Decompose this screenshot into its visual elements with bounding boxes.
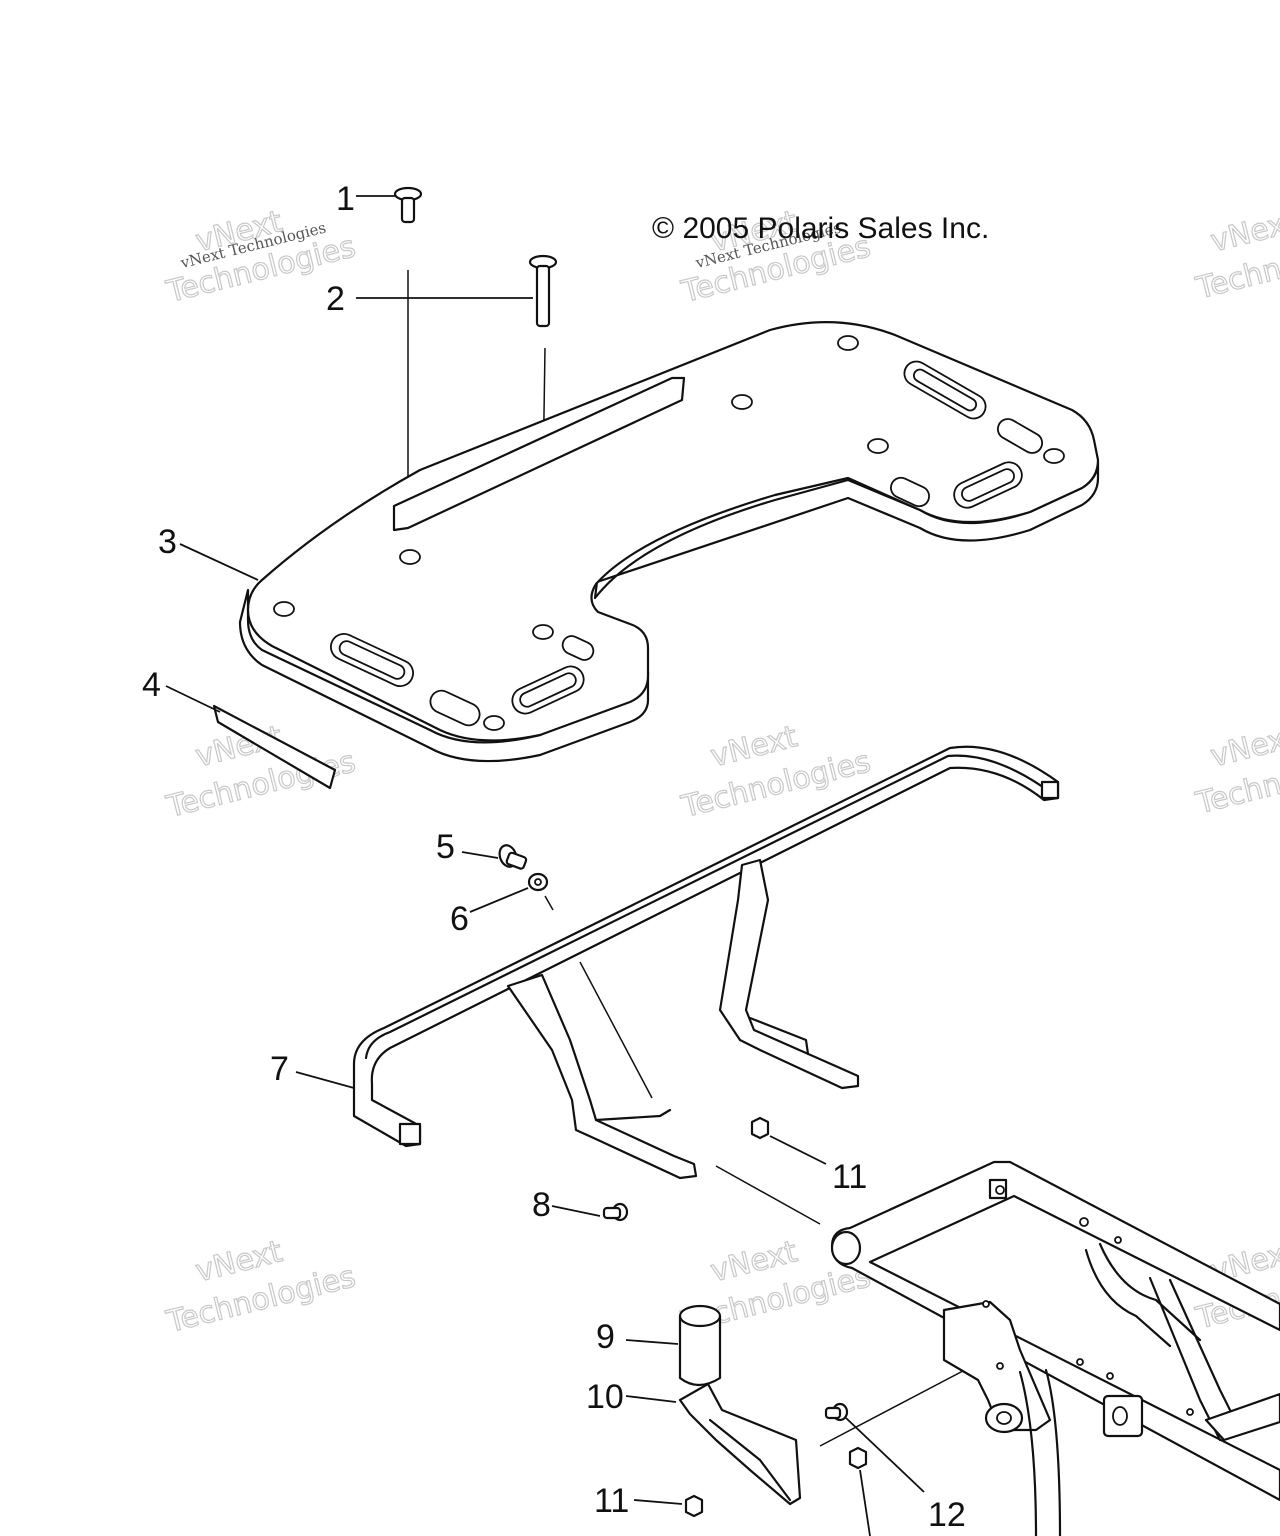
watermark-group: vNext Technologies [1192, 204, 1280, 307]
callout-5: 5 [436, 828, 455, 866]
part-1-bolt [356, 186, 423, 224]
svg-text:vNext: vNext [1207, 719, 1280, 774]
watermark-group: vNext Technologies [1192, 719, 1280, 822]
watermark-group: vNext Technologies [162, 719, 360, 826]
part-11-nut-upper [750, 1116, 827, 1165]
part-2-pin [356, 254, 558, 328]
part-8-bolt [551, 1202, 629, 1222]
watermark-group: vNext Technologies [162, 1234, 360, 1341]
svg-text:vNext: vNext [1207, 204, 1280, 259]
callout-4: 4 [142, 666, 161, 704]
part-11-nut-lower [633, 1494, 704, 1518]
callout-1: 1 [336, 180, 355, 218]
callout-2: 2 [326, 280, 345, 318]
callout-9: 9 [596, 1318, 615, 1356]
callout-labels: 1 2 3 4 5 6 7 8 9 10 11 11 12 [142, 180, 966, 1534]
part-9-spacer [625, 1304, 722, 1387]
part-5-bolt [461, 844, 528, 870]
callout-11-lower: 11 [594, 1482, 629, 1520]
part-11-nut-third [848, 1446, 871, 1536]
part-12-bolt [824, 1402, 925, 1493]
callout-11-upper: 11 [832, 1158, 867, 1196]
watermark-group: vNext vNext Technologies Technologies [677, 204, 875, 311]
part-10-bracket [625, 1382, 802, 1506]
part-4-decal [165, 685, 337, 790]
copyright-text: © 2005 Polaris Sales Inc. [652, 212, 989, 245]
callout-8: 8 [532, 1186, 551, 1224]
callout-10: 10 [586, 1378, 624, 1416]
callout-6: 6 [450, 900, 469, 938]
callout-12: 12 [928, 1496, 966, 1534]
part-7-rail [295, 745, 1060, 1180]
frame-assembly [830, 1160, 1280, 1536]
callout-7: 7 [270, 1050, 289, 1088]
callout-3: 3 [158, 523, 177, 561]
part-6-washer [469, 872, 554, 913]
part-3-rack [179, 321, 1100, 763]
